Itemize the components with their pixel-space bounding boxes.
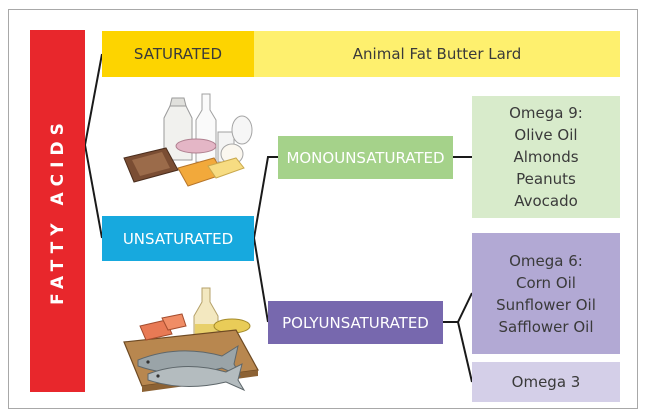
source-item: Avocado: [514, 192, 578, 210]
saturated-box: SATURATED: [102, 31, 254, 77]
source-item: Safflower Oil: [498, 317, 594, 336]
unsaturated-box: UNSATURATED: [102, 216, 254, 261]
source-item: Olive Oil: [514, 126, 578, 144]
source-item: Corn Oil: [516, 273, 576, 292]
omega6-heading: Omega 6:: [509, 251, 583, 270]
polyunsaturated-label: POLYUNSATURATED: [282, 313, 429, 332]
fatty-acids-label: FATTY ACIDS: [30, 30, 85, 392]
omega9-heading: Omega 9:: [509, 104, 583, 122]
fish-and-oil-illustration-icon: [123, 287, 259, 392]
dairy-foods-illustration-icon: [123, 93, 253, 187]
saturated-label: SATURATED: [133, 45, 223, 63]
omega3-label: Omega 3: [511, 373, 581, 391]
unsaturated-label: UNSATURATED: [122, 229, 234, 248]
monounsaturated-label: MONOUNSATURATED: [286, 148, 445, 167]
source-item: Almonds: [513, 148, 579, 166]
polyunsaturated-box: POLYUNSATURATED: [268, 301, 443, 344]
omega3-box: Omega 3: [472, 362, 620, 402]
saturated-examples-box: Animal Fat Butter Lard: [254, 31, 620, 77]
source-item: Sunflower Oil: [496, 295, 596, 314]
omega6-sources-box: Omega 6: Corn Oil Sunflower Oil Safflowe…: [472, 233, 620, 354]
fatty-acids-text: FATTY ACIDS: [47, 117, 68, 305]
monounsaturated-box: MONOUNSATURATED: [278, 136, 453, 179]
saturated-examples: Animal Fat Butter Lard: [352, 45, 522, 63]
monounsaturated-sources-box: Omega 9: Olive Oil Almonds Peanuts Avoca…: [472, 96, 620, 218]
source-item: Peanuts: [516, 170, 576, 188]
